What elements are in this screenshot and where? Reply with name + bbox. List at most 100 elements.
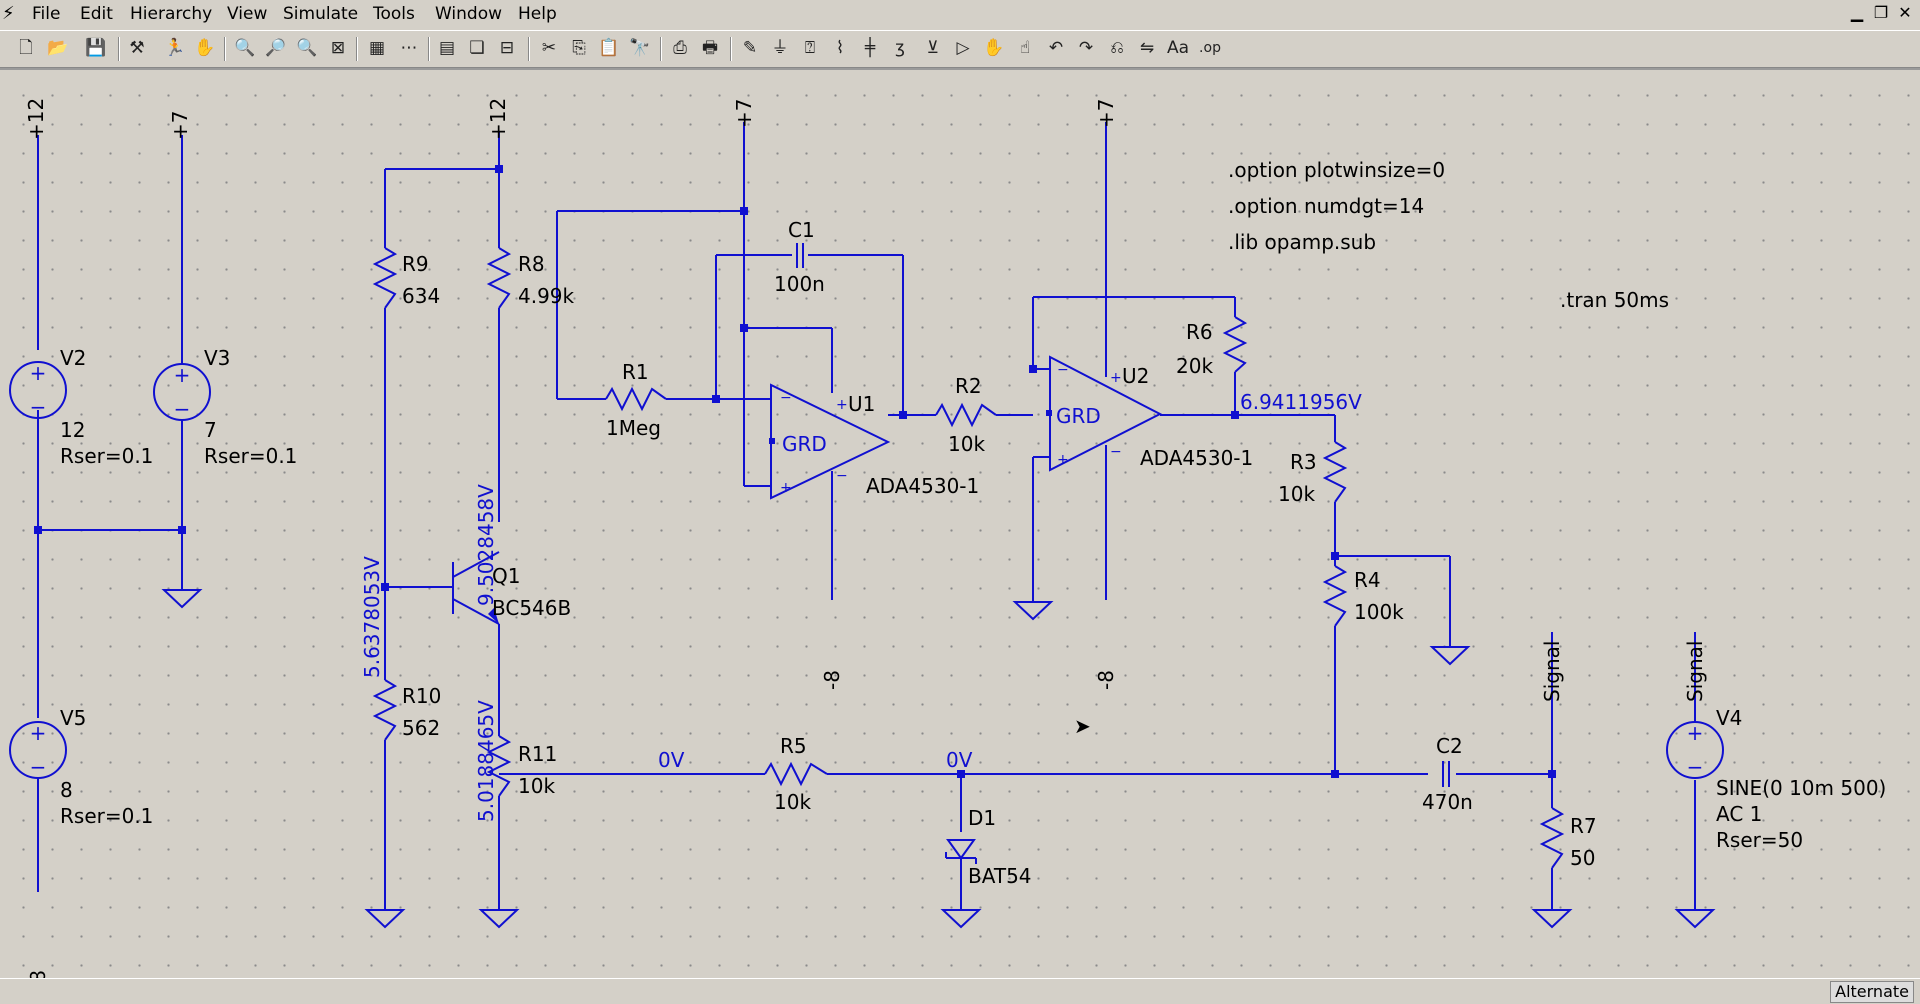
r3-value[interactable]: 10k xyxy=(1278,482,1316,506)
menu-help[interactable]: Help xyxy=(518,4,557,24)
print-icon[interactable]: 🖶 xyxy=(701,38,719,58)
r1-name[interactable]: R1 xyxy=(622,360,649,384)
spice-directive-icon[interactable]: .op xyxy=(1199,40,1221,56)
c2-value[interactable]: 470n xyxy=(1422,790,1473,814)
v2-rser[interactable]: Rser=0.1 xyxy=(60,444,154,468)
ground-icon[interactable]: ⏚ xyxy=(771,38,789,58)
restore-icon[interactable]: ❐ xyxy=(1873,3,1889,22)
r9-name[interactable]: R9 xyxy=(402,252,429,276)
redo-icon[interactable]: ↷ xyxy=(1078,38,1094,58)
directive-lib[interactable]: .lib opamp.sub xyxy=(1228,230,1377,254)
menu-window[interactable]: Window xyxy=(435,4,503,24)
r7-name[interactable]: R7 xyxy=(1570,814,1597,838)
menu-tools[interactable]: Tools xyxy=(373,4,415,24)
v4-name[interactable]: V4 xyxy=(1716,706,1743,730)
v4-rser[interactable]: Rser=50 xyxy=(1716,828,1804,852)
label-icon[interactable]: ⍰ xyxy=(804,38,816,58)
zoom-out-icon[interactable]: 🔍 xyxy=(296,38,318,58)
signal-label-2[interactable]: Signal xyxy=(1683,640,1707,702)
r7-value[interactable]: 50 xyxy=(1570,846,1596,870)
minimize-icon[interactable]: ▁ xyxy=(1850,3,1864,22)
r5-name[interactable]: R5 xyxy=(780,734,807,758)
r8-value[interactable]: 4.99k xyxy=(518,284,575,308)
v5-name[interactable]: V5 xyxy=(60,706,87,730)
r3-name[interactable]: R3 xyxy=(1290,450,1317,474)
save-icon[interactable]: 💾 xyxy=(85,38,107,58)
r6-name[interactable]: R6 xyxy=(1186,320,1213,344)
menu-edit[interactable]: Edit xyxy=(80,4,113,24)
d1-value[interactable]: BAT54 xyxy=(968,864,1032,888)
c2-name[interactable]: C2 xyxy=(1436,734,1463,758)
app-icon[interactable]: ⚡ xyxy=(2,3,15,24)
c1-value[interactable]: 100n xyxy=(774,272,825,296)
paste-icon[interactable]: 📋 xyxy=(598,38,620,58)
r11-value[interactable]: 10k xyxy=(518,774,556,798)
diode-icon[interactable]: ⊻ xyxy=(926,38,940,58)
menu-file[interactable]: File xyxy=(32,4,61,24)
r2-name[interactable]: R2 xyxy=(955,374,982,398)
directive-numdgt[interactable]: .option numdgt=14 xyxy=(1228,194,1425,218)
menu-hierarchy[interactable]: Hierarchy xyxy=(130,4,213,24)
run-icon[interactable]: 🏃 xyxy=(164,38,186,58)
u2-value[interactable]: ADA4530-1 xyxy=(1140,446,1254,470)
grid-icon[interactable]: ⋯ xyxy=(400,38,418,58)
move-icon[interactable]: ✋ xyxy=(983,38,1005,58)
cut-icon[interactable]: ✂ xyxy=(541,38,557,58)
r4-value[interactable]: 100k xyxy=(1354,600,1404,624)
inductor-icon[interactable]: ʒ xyxy=(895,38,905,58)
directive-tran[interactable]: .tran 50ms xyxy=(1560,288,1670,312)
r9-value[interactable]: 634 xyxy=(402,284,441,308)
tile-icon[interactable]: ▤ xyxy=(438,38,456,58)
v3-rser[interactable]: Rser=0.1 xyxy=(204,444,298,468)
r4-name[interactable]: R4 xyxy=(1354,568,1381,592)
open-icon[interactable]: 📂 xyxy=(47,38,69,58)
resistor-icon[interactable]: ⌇ xyxy=(835,38,845,58)
wire-icon[interactable]: ✎ xyxy=(742,38,758,58)
undo-icon[interactable]: ↶ xyxy=(1048,38,1064,58)
control-panel-icon[interactable]: ⚒ xyxy=(129,38,145,58)
v3-value[interactable]: 7 xyxy=(204,418,217,442)
v2-value[interactable]: 12 xyxy=(60,418,86,442)
r2-value[interactable]: 10k xyxy=(948,432,986,456)
r6-value[interactable]: 20k xyxy=(1176,354,1214,378)
find-icon[interactable]: 🔭 xyxy=(629,38,651,58)
capacitor-icon[interactable]: ╪ xyxy=(864,38,876,58)
r11-name[interactable]: R11 xyxy=(518,742,558,766)
u1-value[interactable]: ADA4530-1 xyxy=(866,474,980,498)
v4-sine[interactable]: SINE(0 10m 500) xyxy=(1716,776,1887,800)
d1-name[interactable]: D1 xyxy=(968,806,997,830)
zoom-pan-icon[interactable]: 🔎 xyxy=(265,38,287,58)
schematic-canvas[interactable]: +− +− +− +− −+ +− −+ +− xyxy=(0,68,1920,990)
menu-view[interactable]: View xyxy=(227,4,268,24)
directive-plotwinsize[interactable]: .option plotwinsize=0 xyxy=(1228,158,1446,182)
q1-name[interactable]: Q1 xyxy=(492,564,521,588)
zoom-fit-icon[interactable]: ⊠ xyxy=(330,38,346,58)
c1-name[interactable]: C1 xyxy=(788,218,815,242)
u2-name[interactable]: U2 xyxy=(1122,364,1150,388)
new-schematic-icon[interactable]: 🗋 xyxy=(19,38,33,58)
close-icon[interactable]: ⊟ xyxy=(499,38,515,58)
close-window-icon[interactable]: ✕ xyxy=(1898,3,1912,22)
cascade-icon[interactable]: ❏ xyxy=(469,38,485,58)
v5-value[interactable]: 8 xyxy=(60,778,73,802)
rotate-icon[interactable]: ⎌ xyxy=(1110,38,1124,58)
menu-simulate[interactable]: Simulate xyxy=(283,4,359,24)
zoom-in-icon[interactable]: 🔍 xyxy=(234,38,256,58)
signal-label-1[interactable]: Signal xyxy=(1540,640,1564,702)
drag-icon[interactable]: ☝ xyxy=(1019,38,1031,58)
autorange-icon[interactable]: ▦ xyxy=(368,38,386,58)
r5-value[interactable]: 10k xyxy=(774,790,812,814)
v4-ac[interactable]: AC 1 xyxy=(1716,802,1763,826)
r1-value[interactable]: 1Meg xyxy=(606,416,661,440)
r8-name[interactable]: R8 xyxy=(518,252,545,276)
copy-icon[interactable]: ⎘ xyxy=(572,38,586,58)
text-icon[interactable]: Aa xyxy=(1166,38,1190,58)
v5-rser[interactable]: Rser=0.1 xyxy=(60,804,154,828)
component-icon[interactable]: ▷ xyxy=(956,38,970,58)
v2-name[interactable]: V2 xyxy=(60,346,87,370)
r10-value[interactable]: 562 xyxy=(402,716,441,740)
mirror-icon[interactable]: ⇋ xyxy=(1139,38,1155,58)
r10-name[interactable]: R10 xyxy=(402,684,442,708)
v3-name[interactable]: V3 xyxy=(204,346,231,370)
u1-name[interactable]: U1 xyxy=(848,392,876,416)
